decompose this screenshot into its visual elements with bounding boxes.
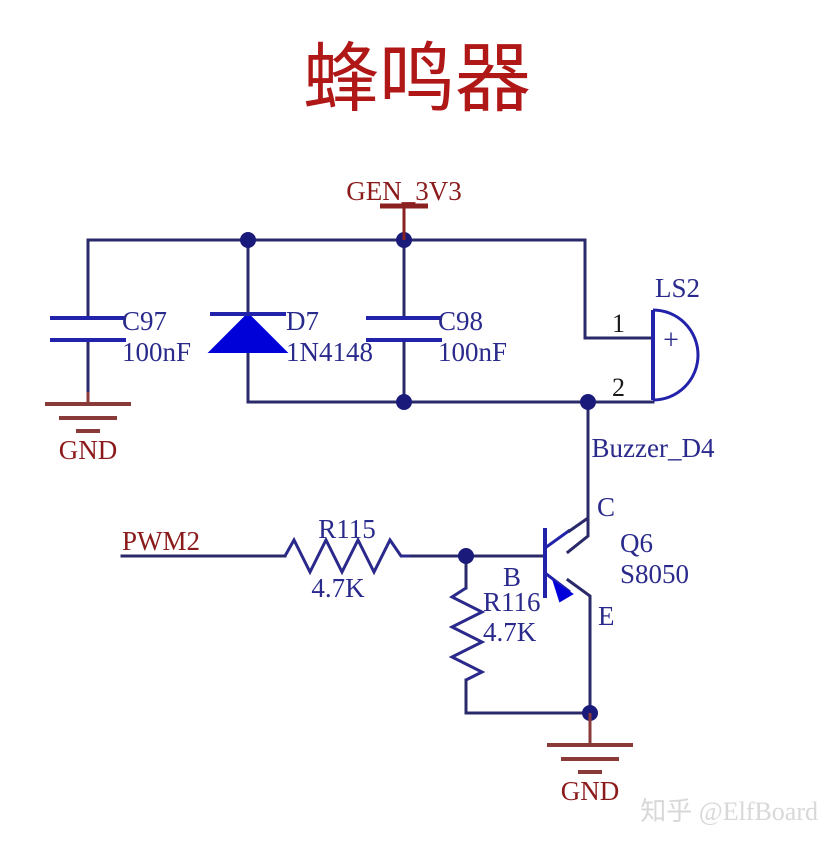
c97-value: 100nF <box>122 337 191 367</box>
net-label-pwm2: PWM2 <box>122 526 200 556</box>
junction-dot <box>240 232 256 248</box>
resistor-zigzag <box>448 586 486 682</box>
ls2-pin2-number: 2 <box>612 373 625 402</box>
junction-dot <box>458 548 474 564</box>
ls2-pin1-number: 1 <box>612 309 625 338</box>
transistor-collector-lead <box>544 528 571 550</box>
diode-triangle <box>207 312 289 353</box>
component-c98 <box>366 316 442 342</box>
net-label-gnd-left: GND <box>59 435 118 465</box>
power-symbol-gen3v3 <box>380 203 428 240</box>
junction-dot <box>396 394 412 410</box>
junction-dots <box>240 232 598 721</box>
buzzer-dome <box>652 308 700 402</box>
component-r116 <box>448 586 486 682</box>
component-r115 <box>283 536 410 576</box>
net-label-gnd-bottom: GND <box>561 776 620 806</box>
r115-value: 4.7K <box>311 573 365 603</box>
q6-value: S8050 <box>620 559 689 589</box>
q6-designator: Q6 <box>620 528 653 558</box>
r115-designator: R115 <box>318 514 376 544</box>
page-title: 蜂鸣器 <box>303 38 531 122</box>
c97-designator: C97 <box>122 306 167 336</box>
wire-r116-bottom <box>464 678 592 715</box>
d7-value: 1N4148 <box>286 337 373 367</box>
wire-collector <box>565 400 590 555</box>
c98-designator: C98 <box>438 306 483 336</box>
wire-to-buzzer-pin1 <box>583 238 655 340</box>
wire-emitter <box>565 577 592 715</box>
wire-network <box>86 238 655 715</box>
ls2-value: Buzzer_D4 <box>592 433 715 463</box>
component-d7 <box>207 312 289 353</box>
q6-emitter-label: E <box>598 601 615 631</box>
ls2-designator: LS2 <box>655 273 700 303</box>
component-q6-transistor <box>543 516 589 603</box>
component-c97 <box>50 316 126 342</box>
r116-value: 4.7K <box>483 617 537 647</box>
watermark: 知乎 @ElfBoard <box>640 797 818 826</box>
r116-designator: R116 <box>483 587 541 617</box>
q6-collector-label: C <box>597 492 615 522</box>
c98-value: 100nF <box>438 337 507 367</box>
buzzer-polarity-plus: + <box>663 325 679 356</box>
component-ls2-buzzer <box>651 308 700 402</box>
resistor-zigzag <box>283 536 410 576</box>
net-label-power: GEN_3V3 <box>346 176 462 206</box>
transistor-emitter-arrow <box>552 579 574 603</box>
d7-designator: D7 <box>286 306 319 336</box>
junction-dot <box>580 394 596 410</box>
ground-symbol-bottom <box>547 713 633 774</box>
q6-base-label: B <box>503 562 521 592</box>
ground-symbol-left <box>45 392 131 433</box>
